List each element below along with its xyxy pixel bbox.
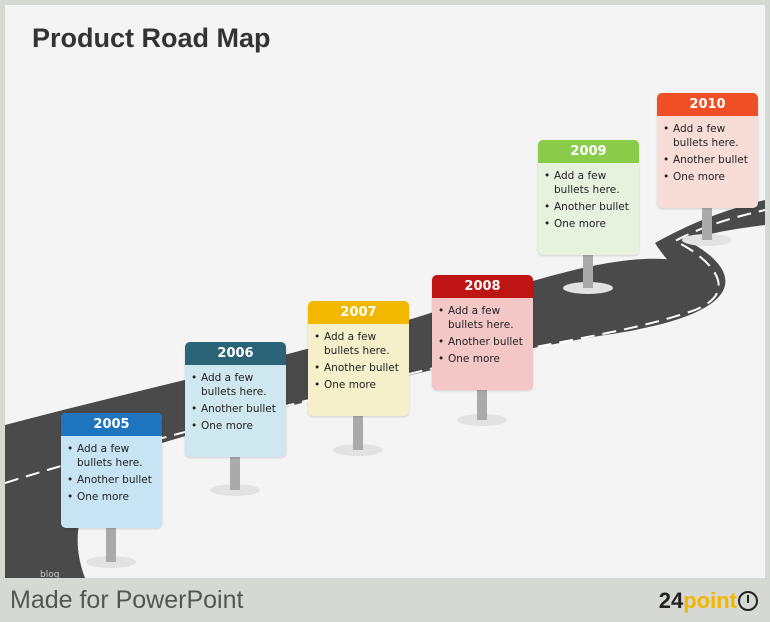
milestone-bullets: Add a few bullets here. Another bulletOne… xyxy=(538,163,639,231)
milestone-year: 2005 xyxy=(61,413,162,436)
sign-pole xyxy=(477,385,487,420)
milestone-year: 2007 xyxy=(308,301,409,324)
milestone-bullets: Add a few bullets here. Another bulletOne… xyxy=(185,365,286,433)
milestone-year: 2008 xyxy=(432,275,533,298)
milestone-year: 2006 xyxy=(185,342,286,365)
bullet-item: Another bullet xyxy=(663,153,752,167)
logo-word: point xyxy=(683,588,737,613)
milestone-bullets: Add a few bullets here. Another bulletOne… xyxy=(657,116,758,184)
bullet-item: Add a few bullets here. xyxy=(663,122,752,150)
slide: Product Road Map 2005Add a few bullets h… xyxy=(5,5,765,578)
milestone-sign-2010: 2010Add a few bullets here. Another bulle… xyxy=(657,93,758,208)
bullet-item: Add a few bullets here. xyxy=(544,169,633,197)
bullet-item: Another bullet xyxy=(314,361,403,375)
sign-pole xyxy=(583,250,593,288)
footer-text: Made for PowerPoint xyxy=(10,586,244,614)
bullet-item: One more xyxy=(314,378,403,392)
sign-pole xyxy=(353,411,363,450)
milestone-bullets: Add a few bullets here. Another bulletOne… xyxy=(61,436,162,504)
milestone-year: 2010 xyxy=(657,93,758,116)
sign-base xyxy=(682,234,732,246)
bullet-item: Add a few bullets here. xyxy=(67,442,156,470)
milestone-sign-2009: 2009Add a few bullets here. Another bulle… xyxy=(538,140,639,255)
bullet-item: Another bullet xyxy=(191,402,280,416)
sign-pole xyxy=(702,203,712,240)
blog-label: blog xyxy=(40,570,60,578)
sign-base xyxy=(86,556,136,568)
bullet-item: One more xyxy=(544,217,633,231)
bullet-item: Another bullet xyxy=(67,473,156,487)
milestone-year: 2009 xyxy=(538,140,639,163)
bullet-item: One more xyxy=(438,352,527,366)
bullet-item: Another bullet xyxy=(438,335,527,349)
bullet-item: Add a few bullets here. xyxy=(438,304,527,332)
sign-base xyxy=(457,414,507,426)
road-graphic xyxy=(5,200,765,578)
sign-pole xyxy=(106,523,116,562)
milestone-sign-2005: 2005Add a few bullets here. Another bulle… xyxy=(61,413,162,528)
bullet-item: One more xyxy=(663,170,752,184)
sign-base xyxy=(563,282,613,294)
bullet-item: Add a few bullets here. xyxy=(314,330,403,358)
milestone-sign-2006: 2006Add a few bullets here. Another bulle… xyxy=(185,342,286,457)
sign-pole xyxy=(230,452,240,490)
page-title: Product Road Map xyxy=(32,23,271,53)
bullet-item: One more xyxy=(191,419,280,433)
clock-icon xyxy=(738,591,758,611)
brand-logo: 24 point xyxy=(659,588,758,614)
milestone-sign-2008: 2008Add a few bullets here. Another bulle… xyxy=(432,275,533,390)
sign-base xyxy=(210,484,260,496)
milestone-bullets: Add a few bullets here. Another bulletOne… xyxy=(432,298,533,366)
logo-number: 24 xyxy=(658,588,684,613)
bullet-item: Add a few bullets here. xyxy=(191,371,280,399)
sign-base xyxy=(333,444,383,456)
bullet-item: One more xyxy=(67,490,156,504)
milestone-sign-2007: 2007Add a few bullets here. Another bulle… xyxy=(308,301,409,416)
milestone-bullets: Add a few bullets here. Another bulletOne… xyxy=(308,324,409,392)
bullet-item: Another bullet xyxy=(544,200,633,214)
